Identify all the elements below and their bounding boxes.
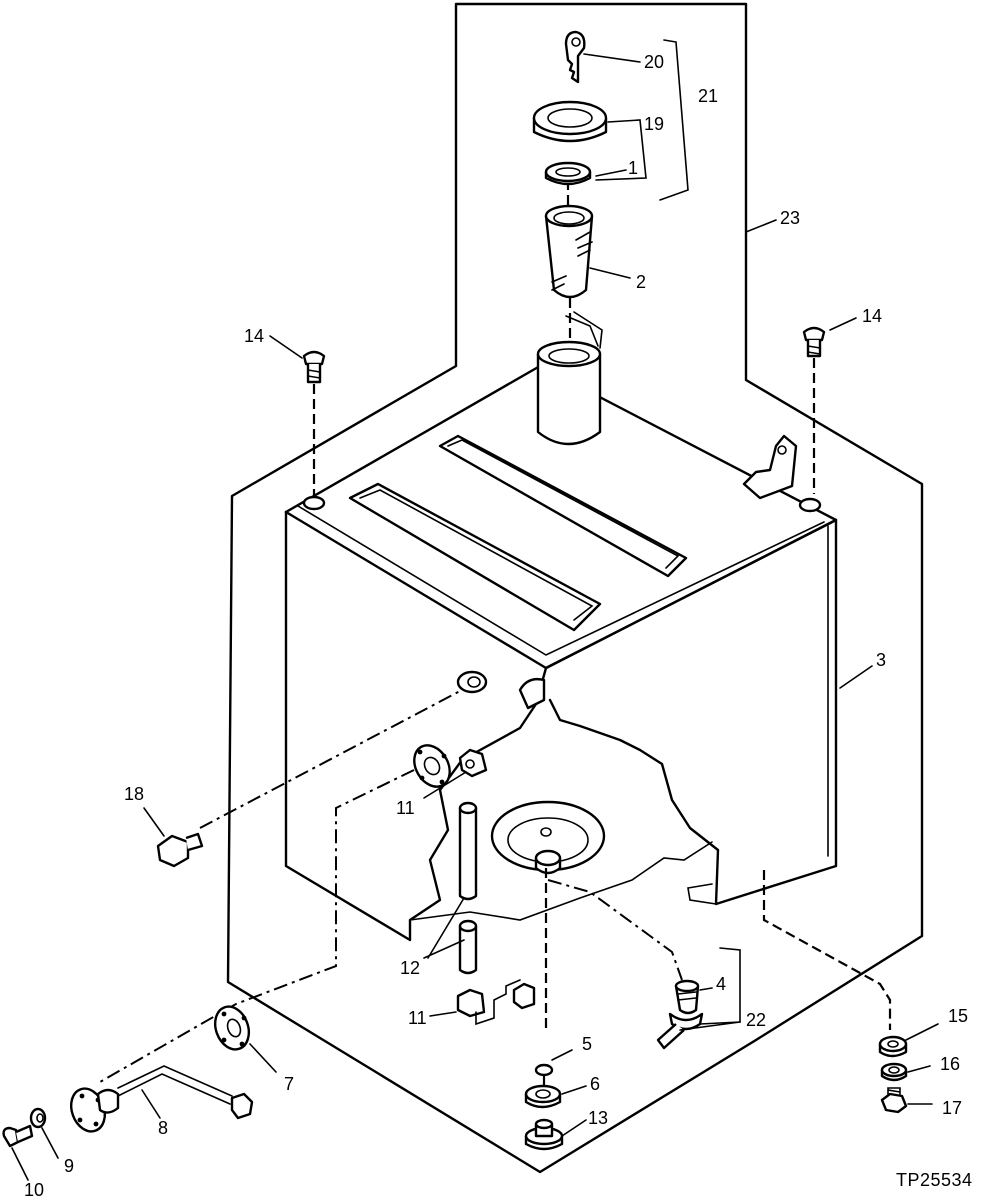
washer-6: [524, 1084, 562, 1109]
callout-9: 9: [64, 1156, 74, 1176]
sight-gauge-axis: [199, 689, 463, 829]
callout-18: 18: [124, 784, 144, 804]
filler-neck: [536, 311, 603, 446]
level-sensor: [69, 1065, 254, 1133]
figure-id: TP25534: [896, 1170, 973, 1190]
nut-17: [880, 1087, 908, 1114]
callout-6: 6: [590, 1074, 600, 1094]
filler-cap: [532, 100, 608, 143]
callout-17: 17: [942, 1098, 962, 1118]
fitting-axis: [547, 879, 683, 981]
gasket: [544, 161, 592, 186]
o-ring: [534, 1063, 554, 1077]
callout-8: 8: [158, 1118, 168, 1138]
callout-15: 15: [948, 1006, 968, 1026]
hydraulic-tank: [284, 364, 838, 942]
stud-path: [762, 870, 892, 1030]
callout-16: 16: [940, 1054, 960, 1074]
callout-2: 2: [636, 272, 646, 292]
callout-5: 5: [582, 1034, 592, 1054]
elbow-fitting: [656, 979, 704, 1050]
drain-plug: [524, 1118, 564, 1151]
callout-21: 21: [698, 86, 718, 106]
key-part: [564, 30, 586, 84]
callout-14-right: 14: [862, 306, 882, 326]
cap-screw: [2, 1124, 34, 1148]
assembly-outline: [226, 2, 924, 1174]
clamp-11-upper: [456, 748, 536, 1026]
callout-1: 1: [628, 158, 638, 178]
flange-on-tank: [413, 744, 451, 788]
filler-strainer: [544, 204, 594, 299]
callout-14-left: 14: [244, 326, 264, 346]
sight-gauge: [456, 670, 546, 710]
leader-lines: [11, 39, 939, 1181]
callout-7: 7: [284, 1074, 294, 1094]
callout-22: 22: [746, 1010, 766, 1030]
callout-11-upper: 11: [396, 798, 415, 818]
washer-15: [878, 1035, 908, 1058]
lock-washer: [29, 1107, 47, 1129]
lock-washer-16: [880, 1062, 908, 1082]
bolt-14-right: [802, 326, 826, 358]
flange-axis: [99, 769, 415, 1083]
callout-20: 20: [644, 52, 664, 72]
callout-23: 23: [780, 208, 800, 228]
drain-axis: [542, 868, 548, 1090]
tube-12: [458, 801, 478, 975]
plug: [156, 832, 204, 868]
strainer-opening: [490, 800, 606, 875]
callout-11-lower: 11: [408, 1008, 427, 1028]
callout-4: 4: [716, 974, 726, 994]
callout-13: 13: [588, 1108, 608, 1128]
flange-7: [213, 1005, 251, 1051]
bolt-14-left: [302, 350, 326, 384]
callout-10: 10: [24, 1180, 44, 1198]
callout-12: 12: [400, 958, 420, 978]
callout-19: 19: [644, 114, 664, 134]
callout-3: 3: [876, 650, 886, 670]
